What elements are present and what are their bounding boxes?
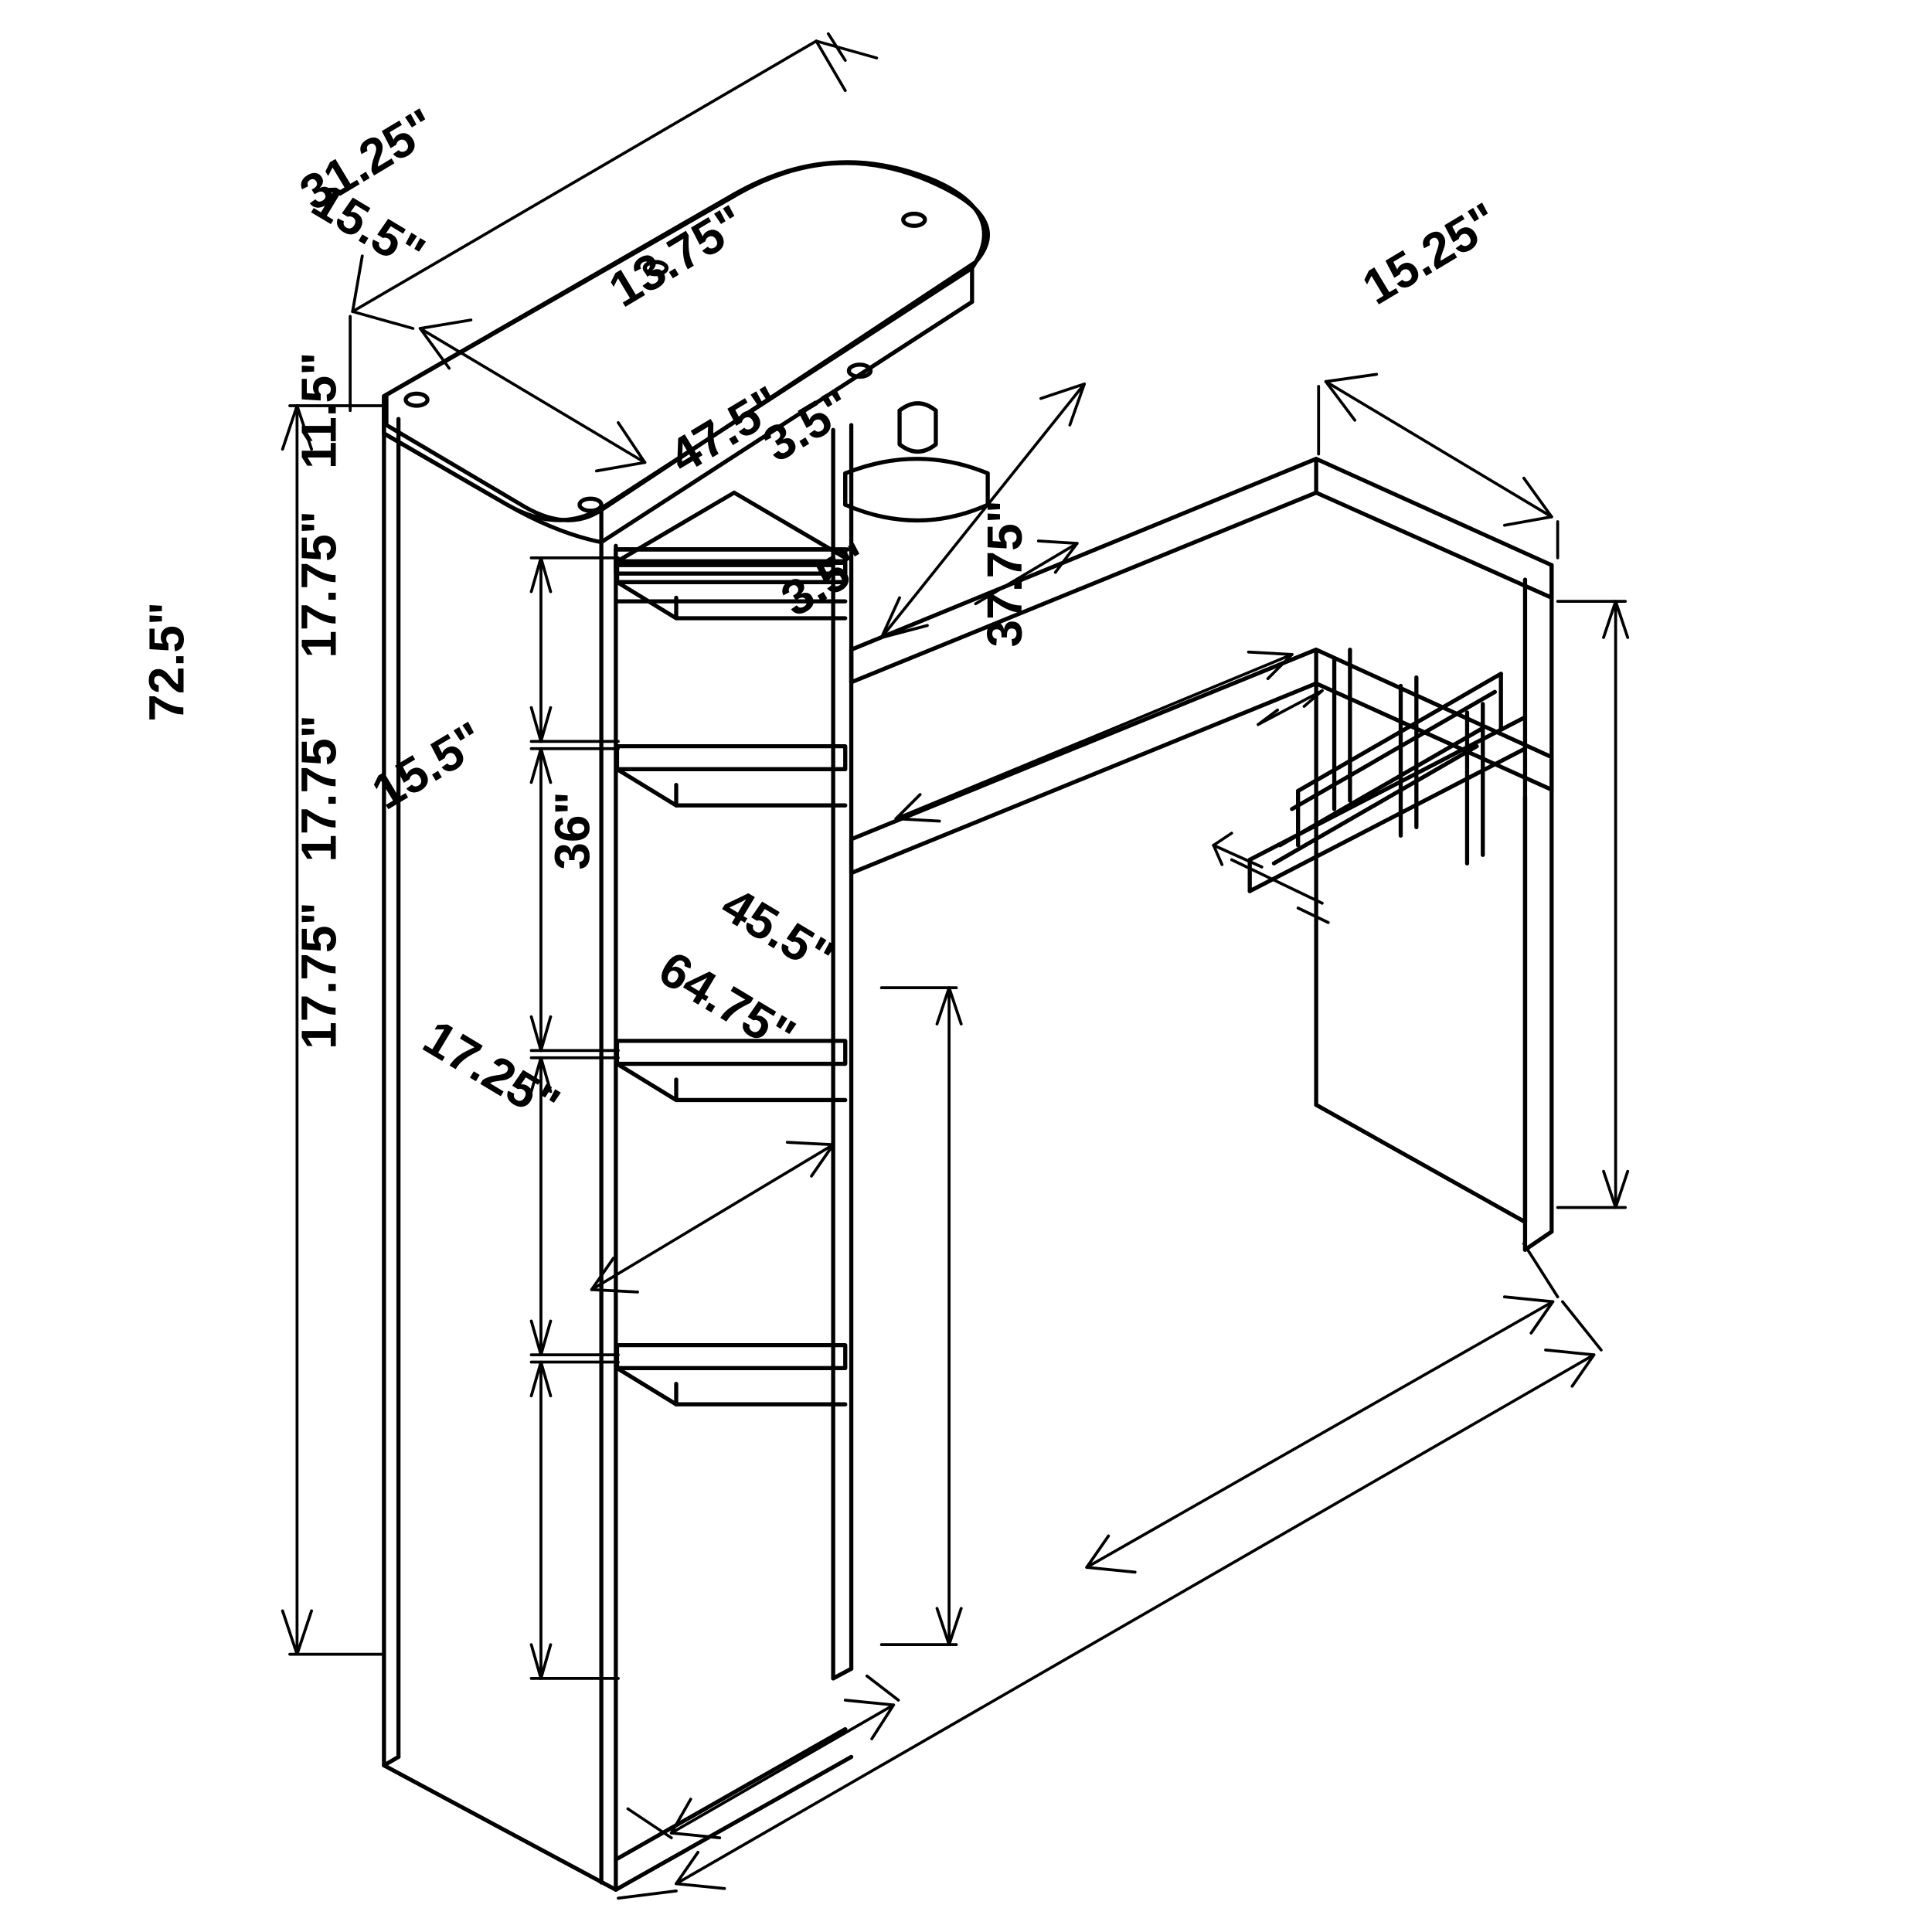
dim-label-counter-height: 36" <box>545 791 600 870</box>
dim-label-mid-shelf-depth: 13.75" <box>600 194 754 318</box>
bar-lower-frame <box>1247 715 1528 893</box>
bar-top-counter <box>849 457 1554 685</box>
left-tower <box>382 402 854 1892</box>
dimension-labels: 31.25" 15.5" 13.75" 15.25" 72.5" 11.5" 1… <box>139 97 1509 1133</box>
dim-label-shelf-gap-1: 11.5" <box>291 352 346 469</box>
dim-label-overall-height: 72.5" <box>139 602 195 722</box>
dim-label-shelf-gap-2: 17.75" <box>291 511 346 658</box>
dim-label-bar-top-depth: 15.25" <box>1353 192 1508 315</box>
dimension-lines <box>281 32 1630 1900</box>
round-mid-shelf <box>843 401 990 523</box>
dim-label-shelf-gap-4: 17.75" <box>291 902 346 1049</box>
dim-label-wine-slot-lower: 3.5" <box>772 532 879 627</box>
dim-label-bar-height: 37.75" <box>977 500 1032 648</box>
tower-3d-depth <box>614 490 848 564</box>
wine-rack-lattice <box>1271 647 1503 866</box>
tower-inner-diagonals <box>614 559 848 565</box>
dim-label-shelf-gap-3: 17.75" <box>291 715 346 862</box>
bar-right-panel <box>1314 563 1554 1252</box>
dim-label-base-depth: 45.5" <box>713 876 844 986</box>
shelf-depth-lines <box>614 580 848 604</box>
top-shelf-board <box>382 160 990 545</box>
